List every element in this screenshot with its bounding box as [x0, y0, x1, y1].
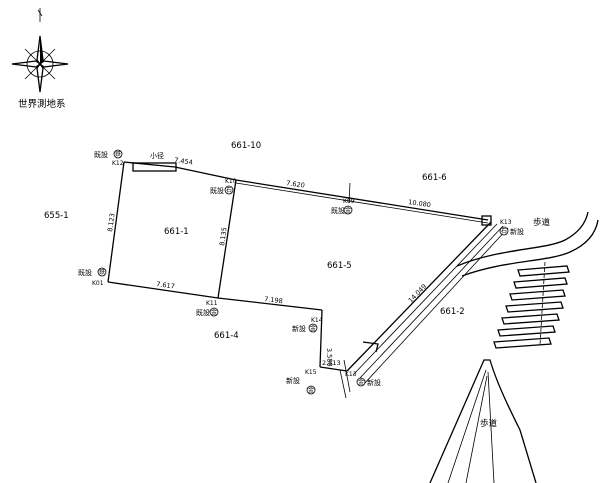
point-id: K12	[112, 160, 124, 167]
point-status: 既設	[78, 268, 92, 277]
lot-661-10-label: 661-10	[231, 141, 261, 151]
road-curves	[429, 211, 599, 483]
dimension-label: 7.454	[174, 156, 194, 167]
point-mark-icon: 金	[310, 324, 316, 332]
survey-point-K15: K15 新設 金	[286, 369, 317, 395]
point-id: K14	[311, 317, 323, 324]
point-id: K01	[92, 280, 104, 287]
point-mark-icon: 金	[211, 308, 217, 316]
dimension-label: 14.049	[407, 282, 429, 304]
point-status: 既設	[94, 150, 108, 159]
point-status: 新設	[367, 378, 381, 387]
point-id: K10	[225, 178, 237, 185]
point-status: 新設	[286, 376, 300, 385]
point-mark-icon: 石	[226, 187, 232, 194]
survey-point-K01: 既設 鉄 K01	[78, 267, 107, 287]
small-path-label: 小径	[150, 151, 164, 160]
point-status: 既設	[196, 308, 210, 317]
dimension-label: 7.198	[264, 295, 283, 305]
survey-point-K10: K10 既設 石	[210, 178, 237, 195]
point-status: 新設	[510, 227, 524, 236]
survey-point-K13-south: K13 金 新設	[345, 371, 381, 387]
point-status: 新設	[292, 324, 306, 333]
point-id: K11	[206, 300, 218, 307]
sidewalk-upper-label: 歩道	[533, 217, 551, 228]
dimension-label: 8.135	[218, 227, 229, 247]
parcel-boundaries	[107, 161, 509, 399]
survey-point-K09: K09 既設 金	[331, 198, 355, 215]
lot-655-1-label: 655-1	[44, 211, 69, 221]
point-mark-icon: 鉄	[115, 150, 121, 158]
point-id: K09	[343, 198, 355, 205]
point-mark-icon: 鉄	[99, 268, 105, 276]
dimension-label: 7.617	[156, 280, 176, 291]
point-status: 既設	[331, 206, 345, 215]
dimension-label: 7.620	[286, 179, 306, 190]
point-id: K15	[305, 369, 317, 376]
compass-rose-icon	[11, 8, 69, 93]
point-mark-icon: 金	[345, 206, 351, 214]
lot-661-4-label: 661-4	[214, 331, 239, 341]
survey-point-K14: K14 新設 金	[292, 317, 323, 333]
dimension-label: 2.513	[322, 359, 341, 367]
point-status: 既設	[210, 186, 224, 195]
point-mark-icon: 石	[501, 228, 507, 235]
point-id: K13	[500, 219, 512, 226]
sidewalk-lower-label: 歩道	[480, 418, 498, 429]
dimension-label: 3.588	[325, 348, 334, 367]
point-mark-icon: 金	[308, 386, 314, 394]
dimension-label: 10.080	[408, 198, 432, 209]
point-id: K13	[345, 371, 357, 378]
lot-661-5-label: 661-5	[327, 261, 352, 271]
point-mark-icon: 金	[358, 378, 364, 386]
lot-661-2-label: 661-2	[440, 307, 465, 317]
lot-661-6-label: 661-6	[422, 173, 447, 183]
lot-661-1-label: 661-1	[164, 227, 189, 237]
datum-label: 世界測地系	[18, 98, 66, 110]
dimension-label: 8.123	[106, 213, 117, 233]
survey-point-K12: 既設 鉄 K12	[94, 149, 124, 167]
survey-point-K11: K11 既設 金	[196, 300, 219, 317]
survey-point-K13-north: K13 石 新設	[499, 219, 524, 236]
